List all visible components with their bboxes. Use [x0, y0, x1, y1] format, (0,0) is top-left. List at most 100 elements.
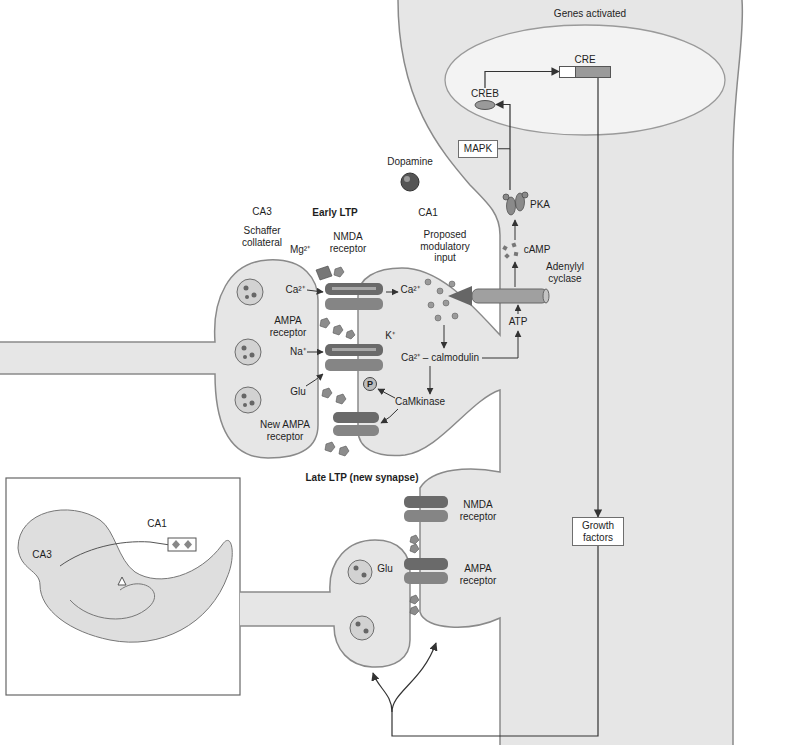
growth-factor-arrow	[392, 643, 436, 712]
phosphate	[364, 378, 377, 391]
glutamate	[334, 267, 344, 277]
node-label: Growth factors	[578, 520, 618, 543]
enzyme-label: CaMkinase	[395, 396, 445, 408]
dopamine-highlight	[404, 176, 410, 182]
dentate-gyrus	[70, 584, 155, 619]
cell-membrane	[733, 0, 742, 745]
pka-subunit	[503, 194, 509, 200]
vesicle-content	[245, 295, 249, 299]
vesicle-content	[243, 403, 247, 407]
ion-label: Ca²⁺	[400, 284, 419, 296]
nucleus	[445, 25, 725, 135]
region-label: CA3	[32, 549, 51, 561]
receptor-subunit	[404, 496, 448, 508]
presynaptic-membrane	[0, 260, 318, 458]
electrode-symbol	[172, 540, 180, 549]
postsynaptic-cell	[358, 0, 742, 745]
ion-arrow	[307, 352, 323, 353]
transmitter-label: Glu	[290, 386, 306, 398]
ampa-receptor	[404, 558, 448, 584]
growth-factor-arrow	[373, 673, 392, 712]
vesicle	[235, 279, 263, 413]
molecule-label: Ca²⁺ – calmodulin	[401, 352, 479, 364]
glutamate	[410, 606, 419, 615]
hippocampus-outline	[18, 510, 232, 642]
gene-box	[576, 66, 611, 77]
process-box: MAPK	[458, 140, 498, 158]
modulatory-input	[448, 286, 472, 306]
vesicle	[350, 616, 374, 640]
annotation: Proposed modulatory input	[417, 229, 473, 264]
region-label: CA1	[418, 207, 437, 219]
transmitter-label: Glu	[377, 563, 393, 575]
presynaptic-terminal	[0, 260, 318, 458]
vesicle	[235, 387, 261, 413]
glutamate	[325, 442, 335, 452]
glutamate	[333, 325, 343, 335]
pka-subunit	[522, 192, 528, 198]
glutamate	[410, 535, 419, 544]
receptor-band	[332, 287, 376, 290]
calcium-ion	[449, 281, 455, 287]
node-label: CRE	[574, 54, 595, 66]
ion-label: Ca²⁺	[285, 284, 304, 296]
receptor-subunit	[333, 425, 379, 436]
vesicle-content	[243, 355, 247, 359]
pathway-arrow	[381, 409, 398, 423]
molecule-label: ATP	[509, 316, 528, 328]
gene-shape	[559, 66, 611, 78]
receptor-subunit	[325, 283, 383, 295]
pathway-arrow	[515, 262, 516, 287]
glutamate	[410, 544, 419, 553]
pathway-arrow	[518, 305, 519, 314]
molecule-label: cAMP	[524, 244, 551, 256]
presynaptic-membrane	[240, 540, 410, 667]
glutamate	[346, 330, 355, 339]
vesicle-content	[252, 293, 257, 298]
enzyme-label: Adenylyl cyclase	[539, 261, 591, 284]
calcium-ion	[425, 279, 431, 285]
receptor-subunit	[325, 298, 383, 310]
camp-molecules	[502, 242, 518, 258]
gene-element: CRE	[559, 54, 611, 78]
camp-molecule	[502, 245, 507, 250]
molecule-label: PKA	[530, 199, 550, 211]
protein-shape	[475, 100, 495, 109]
vesicle-content	[244, 286, 249, 291]
camp-molecule	[514, 252, 519, 257]
node-label: CREB	[471, 88, 499, 100]
neuron-symbol	[118, 577, 126, 585]
pathway-line	[509, 149, 510, 190]
vesicle-content	[250, 353, 255, 358]
node-label: MAPK	[464, 143, 492, 155]
camp-molecule	[511, 242, 516, 247]
ion-label: K⁺	[385, 330, 395, 342]
receptor-subunit	[404, 558, 448, 570]
pathway-arrow	[515, 220, 516, 240]
ampa-receptor	[325, 344, 383, 371]
region-label: CA1	[147, 518, 166, 530]
region-label: CA3	[252, 206, 271, 218]
vesicle-content	[354, 566, 359, 571]
glutamate	[336, 394, 346, 404]
vesicle-content	[242, 394, 247, 399]
pathway-arrow	[444, 325, 445, 348]
vesicle-content	[242, 346, 247, 351]
receptor-label: NMDA receptor	[324, 231, 372, 254]
pathway-connector	[485, 72, 559, 89]
new-ampa-receptor	[333, 412, 379, 436]
ion-arrow	[386, 292, 398, 293]
growth-factor-line	[392, 540, 598, 736]
pathway-arrow	[430, 366, 431, 394]
recording-site	[168, 538, 196, 551]
dopamine-molecule	[401, 173, 419, 191]
calcium-ion	[437, 288, 443, 294]
receptor-subunit	[325, 344, 383, 356]
vesicle	[348, 560, 374, 640]
glutamate	[410, 595, 419, 604]
ion-label: Mg²⁺	[290, 244, 310, 256]
